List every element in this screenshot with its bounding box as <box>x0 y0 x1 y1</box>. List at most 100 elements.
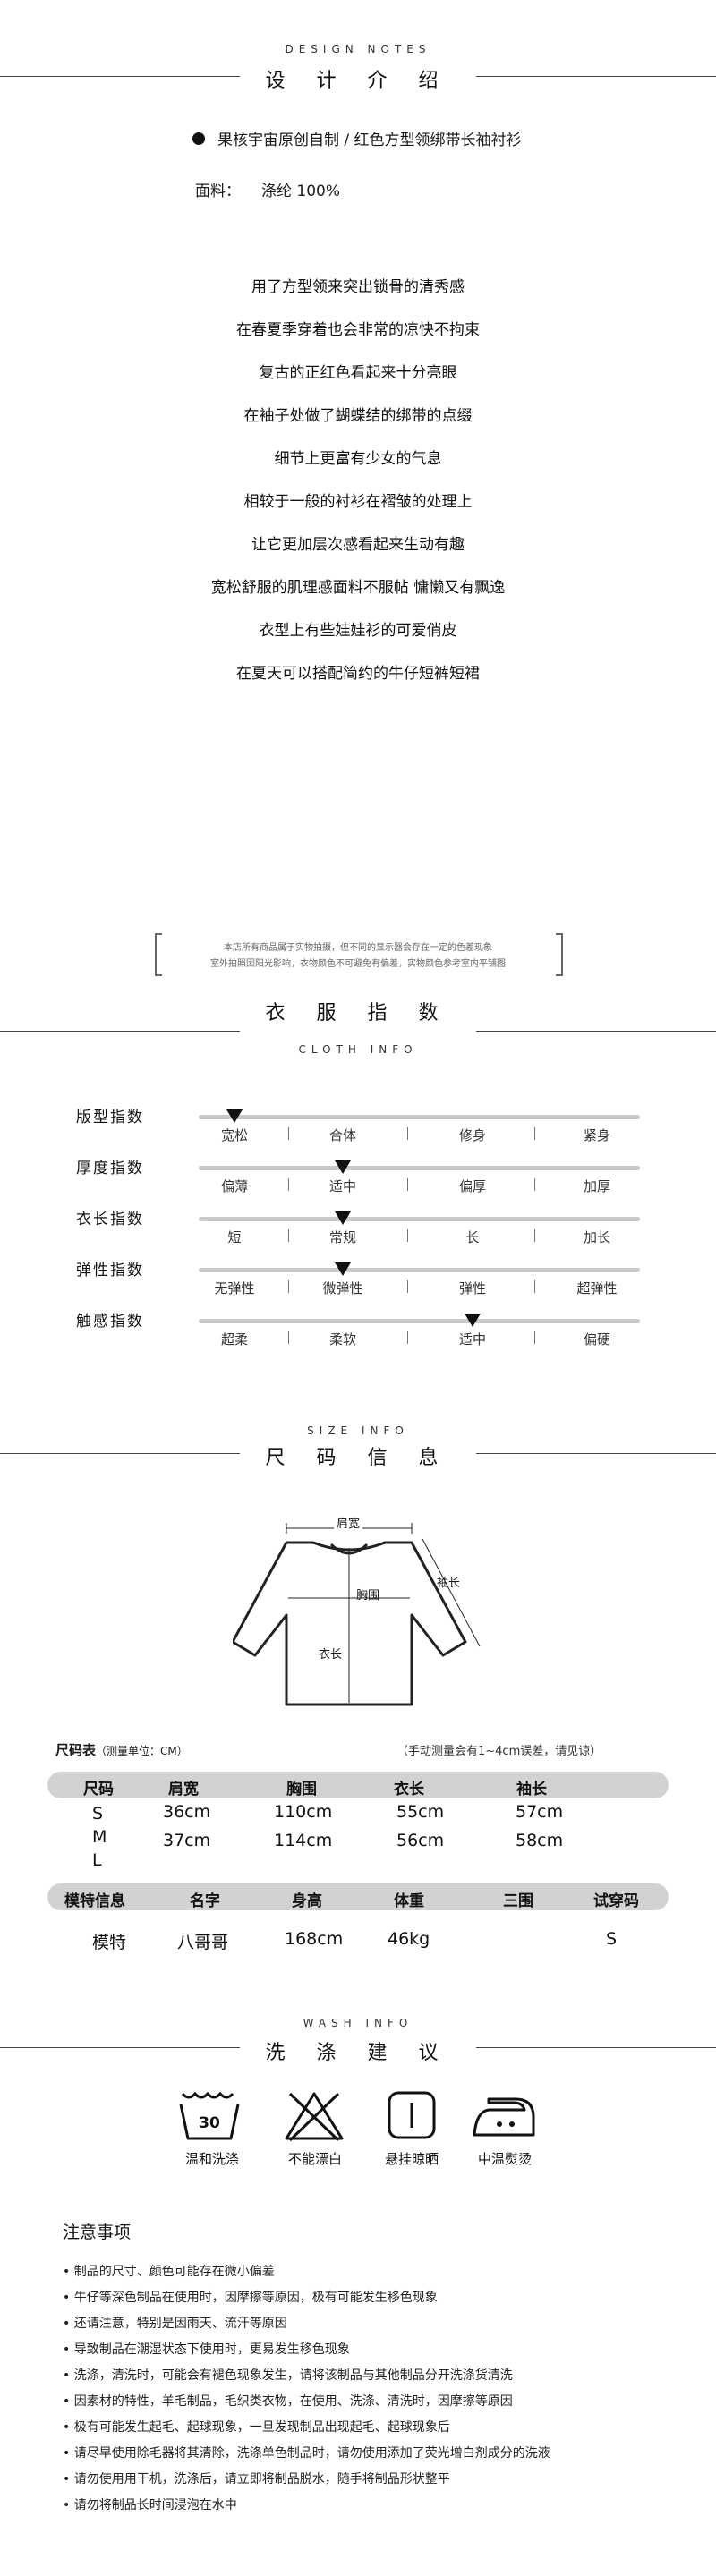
divider-line <box>0 76 240 77</box>
cloth-index-option: 超柔 <box>220 1331 248 1348</box>
cloth-index-option: 适中 <box>458 1331 486 1348</box>
cloth-index-bar <box>199 1217 640 1221</box>
cloth-index-bar <box>199 1166 640 1170</box>
bullet-dot-icon <box>192 132 205 145</box>
no-bleach-icon <box>285 2092 344 2142</box>
cloth-index-option: 偏硬 <box>583 1331 610 1348</box>
note-item: • 洗涤，清洗时，可能会有褪色现象发生，请将该制品与其他制品分开洗涤货清洗 <box>63 2368 513 2383</box>
product-line: 果核宇宙原创自制 / 红色方型领绑带长袖衬衫 <box>217 132 522 149</box>
shoulder-label: 肩宽 <box>334 1514 363 1531</box>
option-separator <box>534 1229 535 1242</box>
option-separator <box>288 1178 289 1191</box>
disclaimer-line-2: 室外拍照因阳光影响，衣物颜色不可避免有偏差，实物颜色参考室内平铺图 <box>210 959 506 969</box>
size-table-header-bar <box>47 1772 669 1798</box>
length-label: 衣长 <box>319 1648 343 1662</box>
note-item: • 牛仔等深色制品在使用时，因摩擦等原因，极有可能发生移色现象 <box>63 2291 438 2305</box>
cloth-index-label: 厚度指数 <box>76 1160 144 1177</box>
slogan-line: 在夏天可以搭配简约的牛仔短裤短裙 <box>236 665 480 683</box>
size-info-heading: 尺 码 信 息 <box>265 1447 451 1469</box>
size-header-cell: 胸围 <box>286 1781 317 1798</box>
option-separator <box>407 1127 408 1140</box>
sleeve-label: 袖长 <box>437 1577 461 1590</box>
option-separator <box>407 1178 408 1191</box>
wash-30-label: 温和洗涤 <box>184 2151 239 2167</box>
divider-line <box>0 1031 240 1032</box>
model-header-cell: 体重 <box>394 1892 424 1910</box>
size-value: 55cm <box>396 1802 445 1822</box>
cloth-index-option: 短 <box>227 1229 242 1245</box>
cloth-index-option: 偏厚 <box>458 1178 486 1194</box>
cloth-index-option: 弹性 <box>458 1280 486 1297</box>
cloth-index-label: 弹性指数 <box>76 1262 144 1279</box>
note-item: • 因素材的特性，羊毛制品，毛织类衣物，在使用、洗涤、清洗时，因摩擦等原因 <box>63 2394 513 2409</box>
note-item: • 还请注意，特别是因雨天、流汗等原因 <box>63 2317 287 2331</box>
cloth-index-option: 微弹性 <box>322 1280 363 1297</box>
slogan-line: 细节上更富有少女的气息 <box>274 450 442 468</box>
slogan-line: 在袖子处做了蝴蝶结的绑带的点缀 <box>243 407 473 425</box>
size-code: S <box>92 1804 104 1824</box>
size-code: L <box>92 1850 102 1870</box>
model-value: 168cm <box>285 1929 344 1949</box>
selected-marker-icon <box>335 1211 351 1225</box>
option-separator <box>407 1331 408 1344</box>
wash-30-icon: 30 <box>179 2091 240 2140</box>
wash-info-heading: 洗 涤 建 议 <box>265 2042 451 2064</box>
option-separator <box>534 1331 535 1344</box>
cloth-index-option: 超弹性 <box>576 1280 618 1297</box>
iron-medium-icon <box>473 2097 535 2137</box>
model-header-cell: 试穿码 <box>593 1892 639 1910</box>
divider-line <box>0 2047 240 2048</box>
size-info-en-heading: SIZE INFO <box>307 1424 409 1437</box>
slogan-line: 衣型上有些娃娃衫的可爱俏皮 <box>259 622 457 640</box>
cloth-info-en-heading: CLOTH INFO <box>298 1043 418 1056</box>
divider-line <box>476 2047 716 2048</box>
cloth-index-option: 长 <box>465 1229 480 1245</box>
bracket-right <box>556 933 563 976</box>
cloth-index-option: 柔软 <box>328 1331 356 1348</box>
cloth-index-option: 无弹性 <box>214 1280 255 1297</box>
cloth-index-option: 紧身 <box>583 1127 610 1143</box>
divider-line <box>476 1031 716 1032</box>
iron-medium-label: 中温熨烫 <box>477 2151 532 2167</box>
model-header-cell: 名字 <box>190 1892 220 1910</box>
option-separator <box>288 1331 289 1344</box>
hang-dry-label: 悬挂晾晒 <box>384 2151 439 2167</box>
option-separator <box>534 1178 535 1191</box>
size-value: 114cm <box>274 1831 333 1850</box>
model-header-bar <box>47 1883 669 1910</box>
option-separator <box>407 1280 408 1293</box>
cloth-index-option: 加厚 <box>583 1178 610 1194</box>
size-value: 57cm <box>516 1802 564 1822</box>
size-table-title: 尺码表（测量单位：CM） <box>55 1740 188 1759</box>
bracket-left <box>155 933 162 976</box>
cloth-index-label: 版型指数 <box>76 1109 144 1126</box>
divider-line <box>0 1453 240 1454</box>
cloth-index-bar <box>199 1319 640 1323</box>
slogan-line: 让它更加层次感看起来生动有趣 <box>251 536 465 554</box>
cloth-index-label: 衣长指数 <box>76 1211 144 1228</box>
cloth-index-option: 合体 <box>328 1127 356 1143</box>
option-separator <box>534 1280 535 1293</box>
note-item: • 请勿将制品长时间浸泡在水中 <box>63 2498 237 2512</box>
shirt-measure-diagram <box>233 1523 481 1706</box>
option-separator <box>288 1229 289 1242</box>
cloth-info-heading: 衣 服 指 数 <box>265 1002 451 1024</box>
selected-marker-icon <box>335 1160 351 1174</box>
wash-temperature: 30 <box>199 2114 220 2132</box>
no-bleach-label: 不能漂白 <box>287 2151 342 2167</box>
option-separator <box>534 1127 535 1140</box>
cloth-index-option: 常规 <box>328 1229 356 1245</box>
note-item: • 导致制品在潮湿状态下使用时，更易发生移色现象 <box>63 2342 350 2357</box>
size-table-unit: （测量单位：CM） <box>96 1745 188 1757</box>
disclaimer-line-1: 本店所有商品属于实物拍摄，但不同的显示器会存在一定的色差现象 <box>224 943 492 953</box>
hang-dry-icon <box>388 2091 436 2139</box>
model-value: 模特 <box>92 1933 127 1952</box>
size-header-cell: 尺码 <box>83 1781 114 1798</box>
size-value: 58cm <box>516 1831 564 1850</box>
selected-marker-icon <box>465 1314 481 1327</box>
cloth-index-option: 修身 <box>458 1127 486 1143</box>
cloth-index-label: 触感指数 <box>76 1313 144 1331</box>
notes-heading: 注意事项 <box>63 2223 132 2242</box>
size-code: M <box>92 1827 107 1847</box>
design-notes-en-heading: DESIGN NOTES <box>285 43 431 55</box>
